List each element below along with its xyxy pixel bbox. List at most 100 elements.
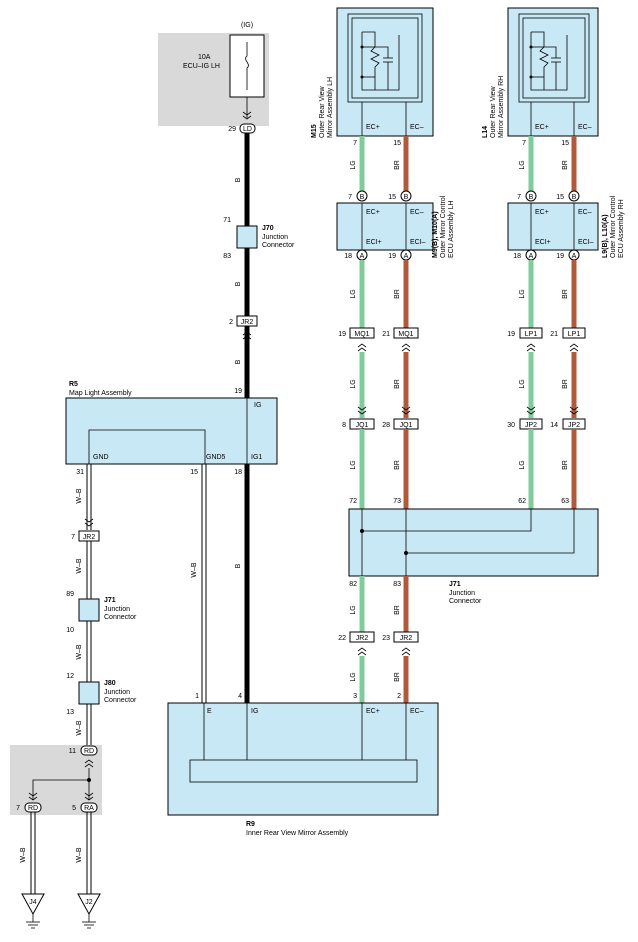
svg-text:LG: LG [519,160,526,169]
svg-text:LG: LG [350,289,357,298]
svg-text:IG: IG [254,402,261,409]
svg-text:EC+: EC+ [366,124,380,131]
svg-text:Junction: Junction [104,606,130,613]
svg-text:71: 71 [223,217,231,224]
svg-text:J2: J2 [85,899,93,906]
fuse-block: (IG) 10A ECU–IG LH [158,22,269,126]
svg-text:W–B: W–B [20,847,27,863]
svg-text:19: 19 [556,253,564,260]
svg-text:19: 19 [338,331,346,338]
svg-text:2: 2 [397,693,401,700]
svg-text:JR2: JR2 [400,635,413,642]
m9-m10-mirror-ecu-lh: B 7 B 15 EC+ EC– ECI+ ECI– A 18 A 19 M9(… [336,190,455,261]
svg-text:B: B [360,194,365,201]
svg-text:18: 18 [234,469,242,476]
svg-text:EC+: EC+ [535,209,549,216]
svg-text:LG: LG [519,289,526,298]
fuse-icon [245,42,249,90]
svg-text:7: 7 [522,140,526,147]
svg-text:Outer Mirror Control: Outer Mirror Control [440,195,447,258]
svg-text:EC–: EC– [578,209,592,216]
svg-text:RD: RD [28,805,38,812]
gnd-wire-left: W–B JR2 7 W–B [71,464,100,599]
svg-text:BR: BR [562,379,569,389]
svg-text:5: 5 [72,805,76,812]
svg-text:62: 62 [518,498,526,505]
svg-text:LG: LG [519,460,526,469]
svg-text:Junction: Junction [104,689,130,696]
svg-text:15: 15 [190,469,198,476]
svg-text:Map Light Assembly: Map Light Assembly [69,390,132,397]
svg-text:LG: LG [350,605,357,614]
svg-text:19: 19 [507,331,515,338]
svg-text:BR: BR [394,160,401,170]
r5-map-light-assembly: R5 Map Light Assembly 19 IG GND GND5 IG1… [65,381,278,476]
svg-text:A: A [360,253,365,260]
lp1-connector: LP1 19 LP1 21 [507,327,586,352]
svg-text:19: 19 [234,388,242,395]
r9-inner-rear-view-mirror: 1 4 3 2 E IG EC+ EC– R9 Inner Rear View … [167,693,439,837]
svg-text:7: 7 [16,805,20,812]
j70-junction-connector: 71 83 J70 Junction Connector [223,217,295,260]
svg-text:W–B: W–B [76,847,83,863]
svg-text:LD: LD [243,126,252,133]
svg-text:B: B [572,194,577,201]
l9-l10-mirror-ecu-rh: B 7 B 15 EC+ EC– ECI+ ECI– A 18 A 19 L9(… [507,190,625,261]
svg-text:W–B: W–B [76,488,83,504]
svg-text:ECU Assembly LH: ECU Assembly LH [448,200,455,258]
svg-text:JP2: JP2 [568,422,580,429]
svg-text:BR: BR [562,289,569,299]
svg-text:Junction: Junction [262,234,288,241]
svg-text:B: B [235,359,242,364]
svg-text:Mirror Assembly LH: Mirror Assembly LH [327,77,334,138]
svg-text:W–B: W–B [76,720,83,736]
svg-text:23: 23 [382,635,390,642]
svg-text:EC–: EC– [410,708,424,715]
svg-text:J70: J70 [262,225,274,232]
svg-text:EC+: EC+ [366,708,380,715]
svg-text:Outer Mirror Control: Outer Mirror Control [610,195,617,258]
svg-text:L14: L14 [482,126,489,138]
svg-text:E: E [207,708,212,715]
svg-text:EC–: EC– [410,209,424,216]
svg-text:82: 82 [349,581,357,588]
svg-text:BR: BR [562,460,569,470]
svg-text:Connector: Connector [104,614,137,621]
j71-left-junction-connector: 89 10 J71 Junction Connector W–B [66,591,137,682]
svg-text:BR: BR [394,379,401,389]
svg-text:12: 12 [66,673,74,680]
svg-text:7: 7 [353,140,357,147]
svg-text:LG: LG [350,460,357,469]
svg-text:R5: R5 [69,381,78,388]
svg-text:3: 3 [353,693,357,700]
svg-text:Mirror Assembly RH: Mirror Assembly RH [498,76,505,138]
svg-text:22: 22 [338,635,346,642]
svg-text:RD: RD [84,748,94,755]
svg-text:EC+: EC+ [366,209,380,216]
svg-text:M9(B), M10(A): M9(B), M10(A) [432,211,439,258]
svg-text:19: 19 [388,253,396,260]
svg-text:ECI+: ECI+ [366,239,382,246]
fuse-name-label: ECU–IG LH [183,63,220,70]
svg-text:JQ1: JQ1 [356,422,369,429]
svg-text:LP1: LP1 [568,331,581,338]
svg-text:73: 73 [393,498,401,505]
svg-text:MQ1: MQ1 [354,331,369,338]
ig-label: (IG) [241,22,253,29]
svg-text:B: B [235,563,242,568]
svg-text:J71: J71 [449,581,461,588]
svg-text:Connector: Connector [262,242,295,249]
svg-text:10: 10 [66,627,74,634]
svg-text:14: 14 [550,422,558,429]
svg-text:BR: BR [394,672,401,682]
svg-text:72: 72 [349,498,357,505]
svg-text:J4: J4 [29,899,37,906]
svg-text:BR: BR [394,289,401,299]
mq1-connector: MQ1 19 MQ1 21 [338,327,419,352]
svg-text:B: B [404,194,409,201]
svg-text:A: A [572,253,577,260]
svg-text:MQ1: MQ1 [398,331,413,338]
fuse-amp-label: 10A [198,54,211,61]
svg-text:M15: M15 [311,124,318,138]
svg-text:31: 31 [76,469,84,476]
